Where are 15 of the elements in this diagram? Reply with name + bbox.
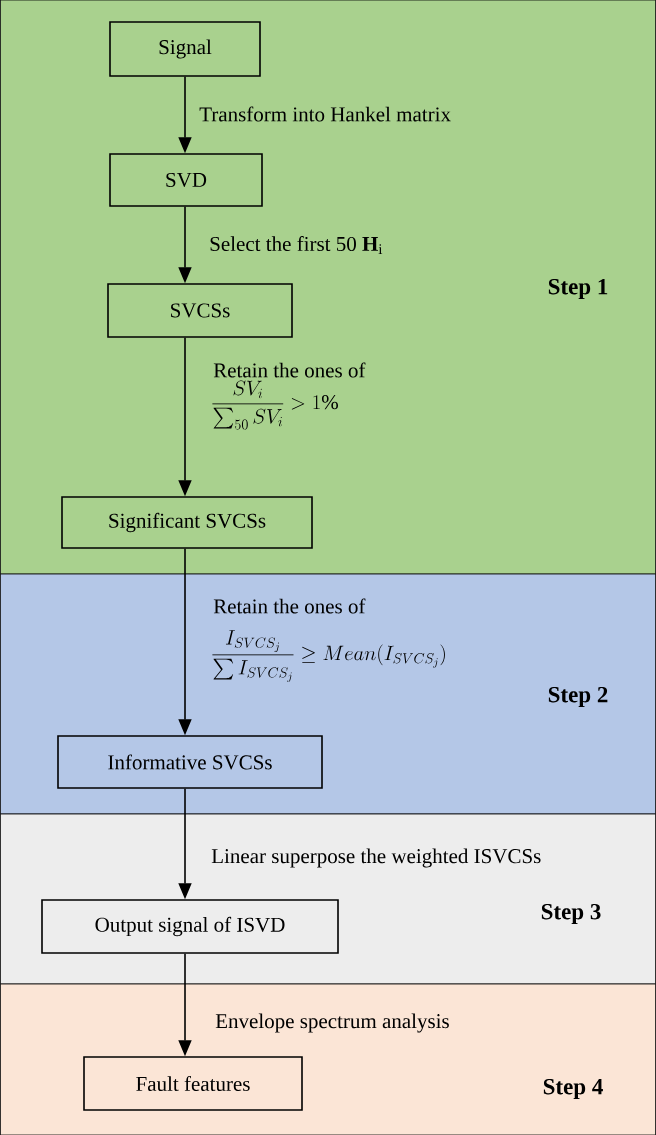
formula: $\dfrac{I_{SVCS_j}}{\sum I_{SVCS_j}} \geq Mean(I_{SVCS_j})$ bbox=[212, 630, 445, 682]
formula: $\dfrac{SV_i}{\sum_{50} SV_i} > 1\%$ bbox=[212, 380, 338, 430]
edge-label: Retain the ones of bbox=[213, 598, 366, 614]
edge-label: Retain the ones of bbox=[213, 362, 366, 378]
edge-label: Envelope spectrum analysis bbox=[215, 1013, 449, 1033]
process-box: Significant SVCSs bbox=[61, 496, 313, 549]
process-box: SVCSs bbox=[107, 283, 293, 338]
process-box: Fault features bbox=[83, 1056, 303, 1111]
process-box: Informative SVCSs bbox=[57, 735, 323, 789]
edge-label: Select the first 50 H$_{i}$ bbox=[210, 236, 383, 254]
process-box: SVD bbox=[109, 153, 263, 207]
edge-label: Linear superpose the weighted ISVCSs bbox=[211, 848, 541, 868]
edge-label: Transform into Hankel matrix bbox=[199, 106, 451, 122]
process-box: Output signal of ISVD bbox=[41, 899, 339, 954]
process-box: Signal bbox=[109, 21, 261, 77]
